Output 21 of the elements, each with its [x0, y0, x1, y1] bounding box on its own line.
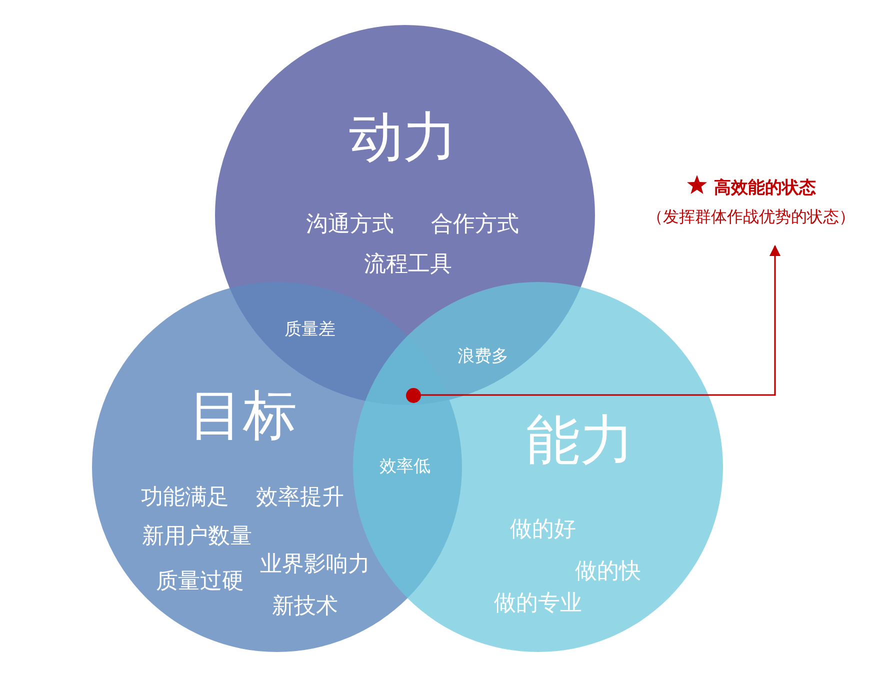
annotation-title: 高效能的状态: [714, 178, 816, 198]
leader-arrow: [421, 244, 781, 396]
overlap-label: 浪费多: [458, 348, 508, 366]
circle-title: 目标: [189, 385, 297, 445]
circle-title: 能力: [526, 410, 634, 470]
item-text: 质量过硬: [156, 570, 244, 594]
circle-title: 动力: [349, 107, 457, 167]
item-text: 新技术: [272, 594, 338, 620]
overlap-label: 效率低: [380, 458, 430, 476]
item-text: 做的好: [510, 518, 576, 542]
item-text: 新用户数量: [142, 524, 252, 550]
item-text: 沟通方式: [306, 212, 394, 238]
item-text: 流程工具: [364, 252, 452, 278]
item-text: 合作方式: [431, 212, 519, 238]
annotation-text: （发挥群体作战优势的状态）: [647, 207, 855, 226]
item-text: 功能满足: [141, 486, 229, 510]
item-text: 做的快: [575, 560, 641, 584]
overlap-label: 质量差: [284, 320, 336, 340]
item-text: 业界影响力: [260, 552, 370, 578]
item-text: 做的专业: [494, 592, 582, 616]
item-text: 效率提升: [256, 486, 344, 510]
